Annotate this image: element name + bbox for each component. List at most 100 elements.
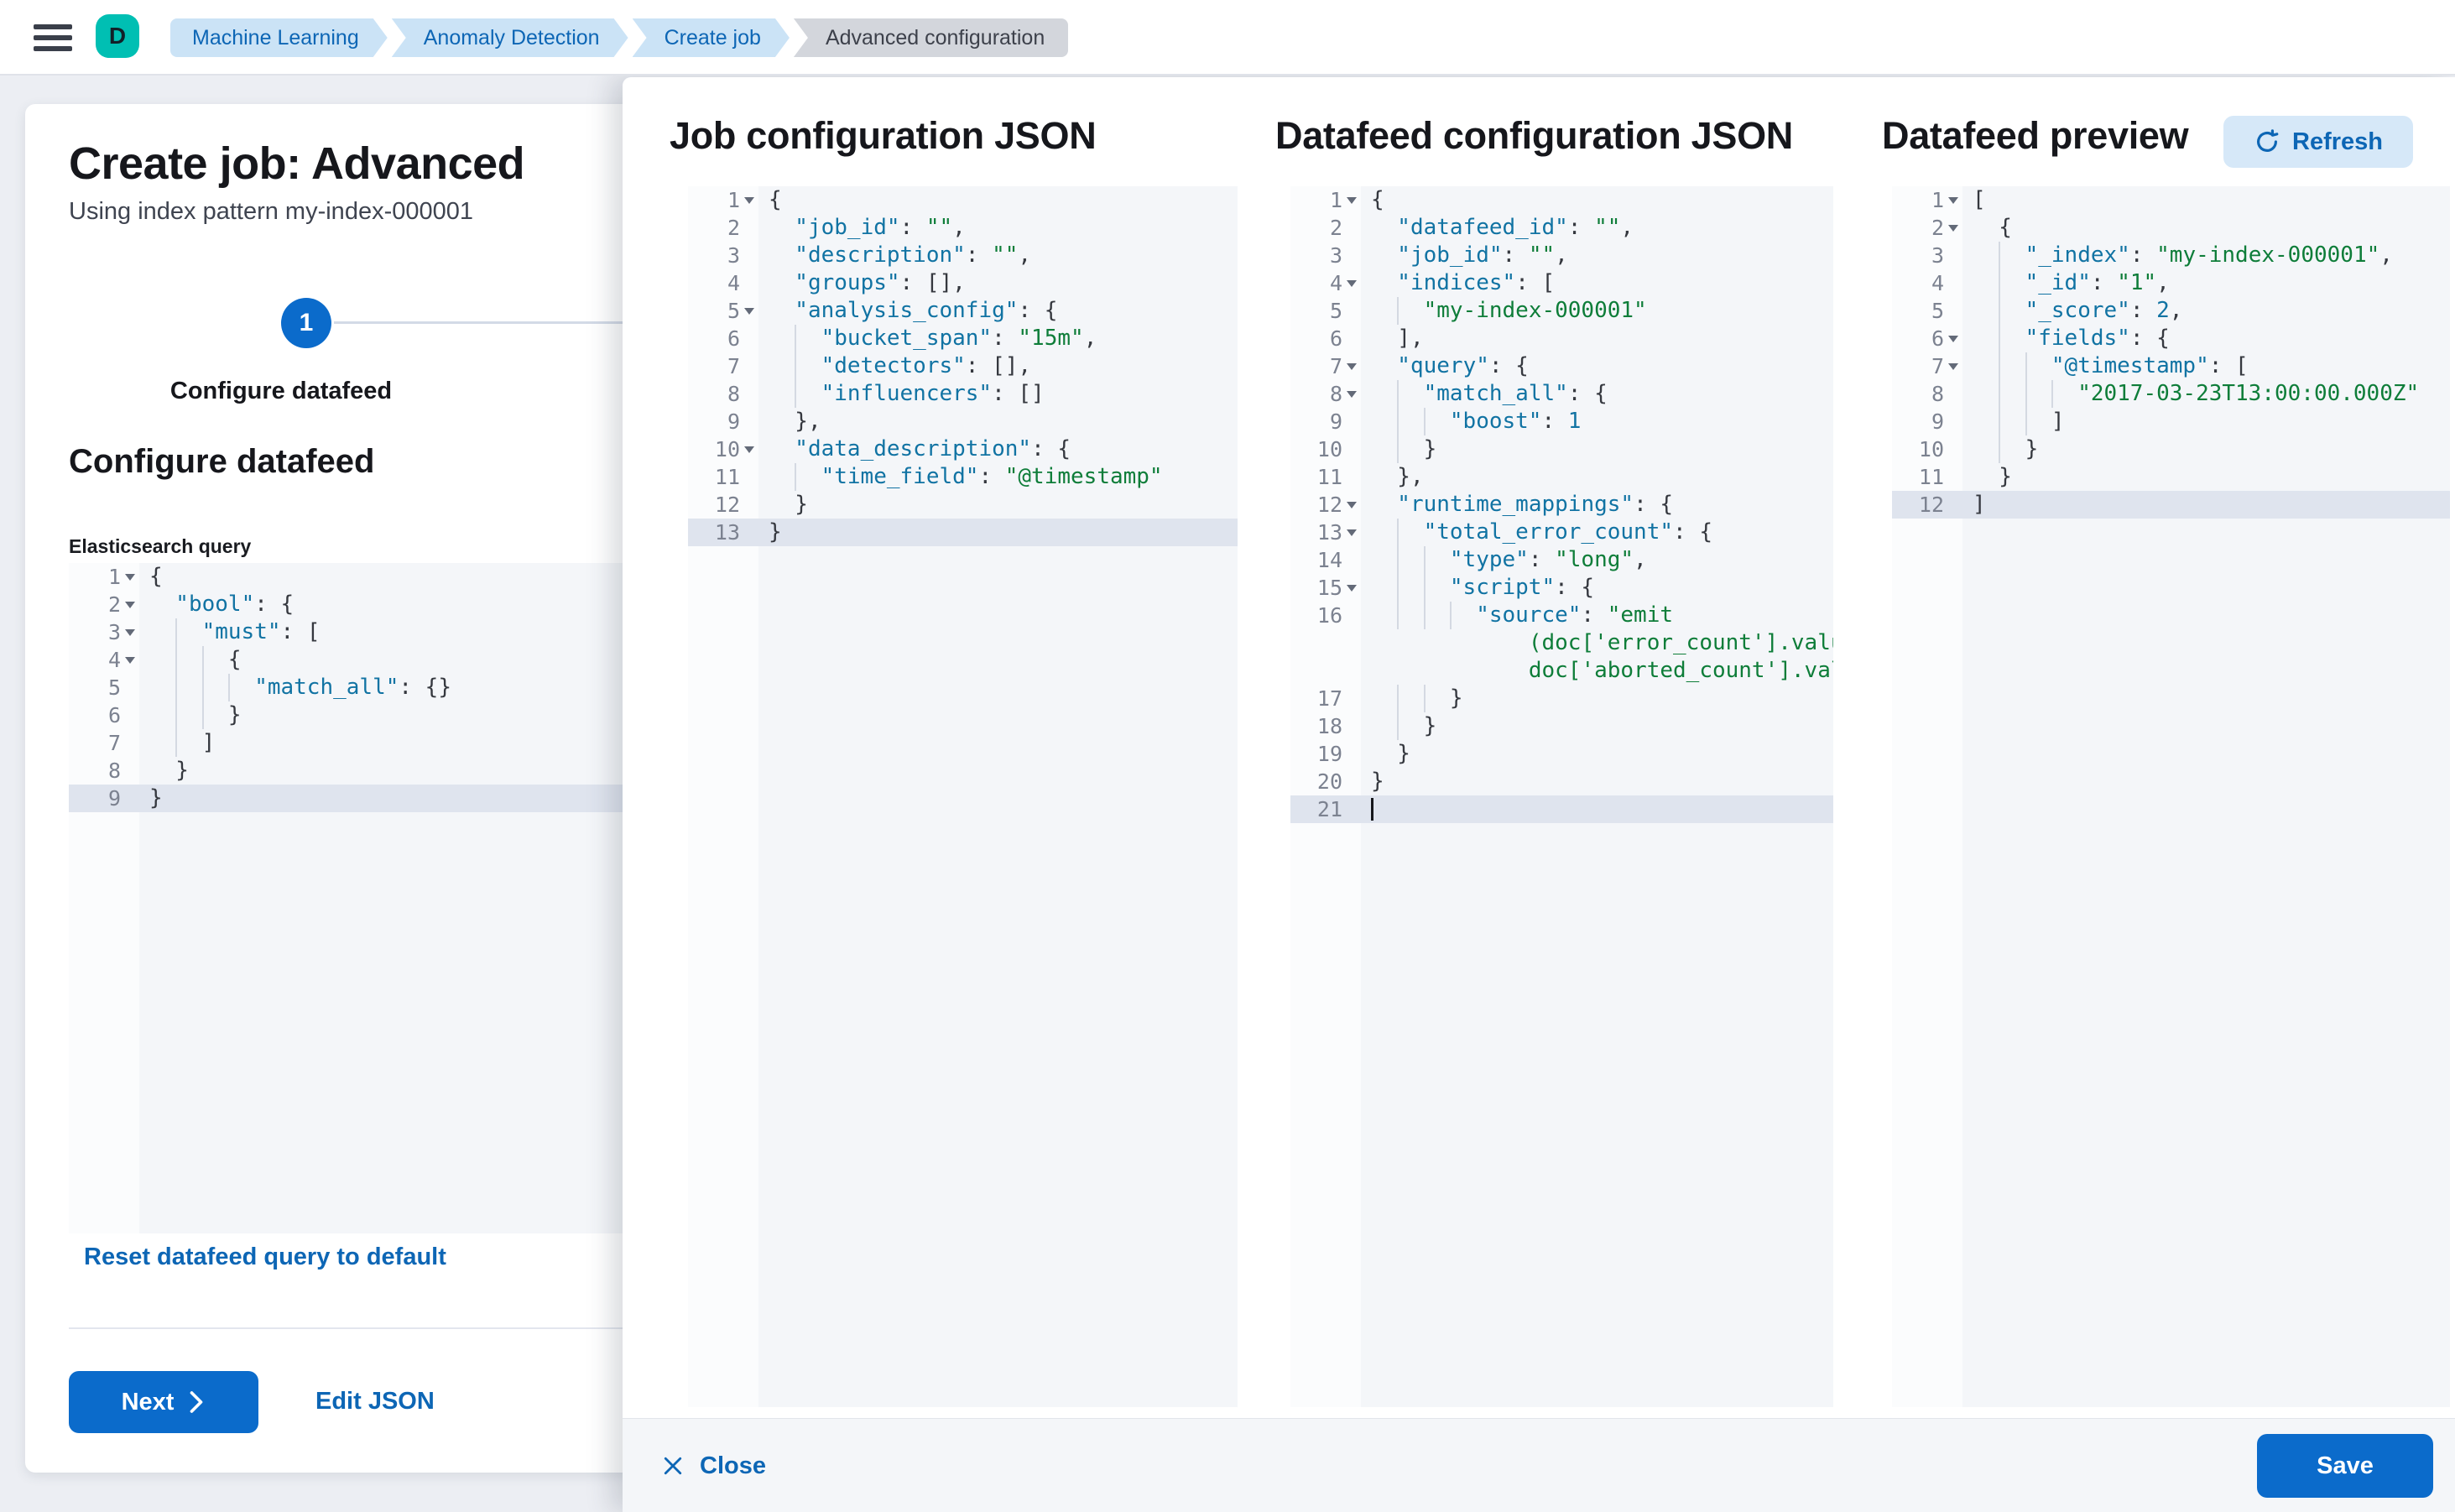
refresh-button-label: Refresh	[2292, 128, 2383, 155]
fold-arrow-icon[interactable]	[125, 601, 135, 608]
code-line: 6"bucket_span": "15m",	[688, 325, 1238, 352]
fold-arrow-icon[interactable]	[1948, 362, 1958, 370]
refresh-button[interactable]: Refresh	[2223, 116, 2413, 168]
code-line: 5"my-index-000001"	[1290, 297, 1833, 325]
code-line: 12"runtime_mappings": {	[1290, 491, 1833, 519]
space-avatar[interactable]: D	[96, 14, 139, 58]
code-line: 19}	[1290, 740, 1833, 768]
fold-arrow-icon[interactable]	[1948, 224, 1958, 232]
refresh-icon	[2257, 129, 2279, 152]
code-line: 4"indices": [	[1290, 269, 1833, 297]
code-line: 3"description": "",	[688, 242, 1238, 269]
code-line: 11"time_field": "@timestamp"	[688, 463, 1238, 491]
fold-arrow-icon[interactable]	[1948, 196, 1958, 204]
fold-arrow-icon[interactable]	[744, 307, 754, 315]
code-line: 4"_id": "1",	[1892, 269, 2450, 297]
code-line: 9]	[1892, 408, 2450, 435]
code-line: 12]	[1892, 491, 2450, 519]
code-line: 8}	[69, 757, 641, 785]
code-line: 9"boost": 1	[1290, 408, 1833, 435]
code-line: 7"@timestamp": [	[1892, 352, 2450, 380]
code-line: 2"bool": {	[69, 591, 641, 618]
code-line: 2"datafeed_id": "",	[1290, 214, 1833, 242]
code-line: 8"match_all": {	[1290, 380, 1833, 408]
fold-arrow-icon[interactable]	[1347, 390, 1357, 398]
datafeed-preview-editor[interactable]: 1[2{3"_index": "my-index-000001",4"_id":…	[1892, 186, 2450, 1407]
next-button-label: Next	[121, 1388, 175, 1416]
breadcrumb-item-anomaly-detection[interactable]: Anomaly Detection	[392, 18, 628, 57]
code-line: 5"_score": 2,	[1892, 297, 2450, 325]
fold-arrow-icon[interactable]	[1347, 584, 1357, 592]
code-line: 3"job_id": "",	[1290, 242, 1833, 269]
wizard-step-connector	[334, 321, 641, 324]
code-line: 13"total_error_count": {	[1290, 519, 1833, 546]
chevron-right-icon	[190, 1391, 203, 1413]
create-job-wizard-panel: Create job: Advanced Using index pattern…	[25, 104, 641, 1473]
code-line: 1{	[688, 186, 1238, 214]
breadcrumb-item-machine-learning[interactable]: Machine Learning	[170, 18, 388, 57]
code-line: 6"fields": {	[1892, 325, 2450, 352]
code-line: 10}	[1892, 435, 2450, 463]
code-line: 9},	[688, 408, 1238, 435]
close-button-label: Close	[700, 1452, 766, 1479]
close-button[interactable]: Close	[661, 1419, 766, 1512]
code-line: 9}	[69, 785, 641, 812]
code-line: 3"_index": "my-index-000001",	[1892, 242, 2450, 269]
fold-arrow-icon[interactable]	[1347, 362, 1357, 370]
code-line: 10"data_description": {	[688, 435, 1238, 463]
datafeed-configuration-json-editor[interactable]: 1{2"datafeed_id": "",3"job_id": "",4"ind…	[1290, 186, 1833, 1407]
save-button[interactable]: Save	[2257, 1434, 2433, 1498]
fold-arrow-icon[interactable]	[125, 628, 135, 636]
job-configuration-json-editor[interactable]: 1{2"job_id": "",3"description": "",4"gro…	[688, 186, 1238, 1407]
code-line: 1[	[1892, 186, 2450, 214]
json-editor-flyout: Job configuration JSON Datafeed configur…	[623, 77, 2455, 1512]
divider	[69, 1327, 641, 1329]
code-line: 6}	[69, 701, 641, 729]
code-line: 7]	[69, 729, 641, 757]
code-line: 3"must": [	[69, 618, 641, 646]
fold-arrow-icon[interactable]	[1347, 196, 1357, 204]
code-line: 10}	[1290, 435, 1833, 463]
reset-datafeed-query-link[interactable]: Reset datafeed query to default	[84, 1243, 446, 1270]
edit-json-link[interactable]: Edit JSON	[315, 1388, 435, 1415]
menu-hamburger-icon[interactable]	[34, 24, 72, 51]
code-line: 7"detectors": [],	[688, 352, 1238, 380]
elasticsearch-query-label: Elasticsearch query	[69, 535, 252, 557]
elasticsearch-query-editor[interactable]: 1{2"bool": {3"must": [4{5"match_all": {}…	[69, 563, 641, 1233]
wizard-step-1-label: Configure datafeed	[169, 378, 393, 404]
code-line: 4"groups": [],	[688, 269, 1238, 297]
page-subtitle: Using index pattern my-index-000001	[69, 198, 473, 225]
code-line: 14"type": "long",	[1290, 546, 1833, 574]
code-line: 6],	[1290, 325, 1833, 352]
fold-arrow-icon[interactable]	[125, 656, 135, 664]
code-line: 2"job_id": "",	[688, 214, 1238, 242]
code-line: 5"match_all": {}	[69, 674, 641, 701]
breadcrumb-item-advanced-configuration: Advanced configuration	[793, 18, 1069, 57]
code-line: 11},	[1290, 463, 1833, 491]
text-cursor	[1371, 798, 1373, 821]
fold-arrow-icon[interactable]	[125, 573, 135, 581]
fold-arrow-icon[interactable]	[1347, 529, 1357, 536]
code-line: 1{	[69, 563, 641, 591]
fold-arrow-icon[interactable]	[1347, 501, 1357, 508]
fold-arrow-icon[interactable]	[1948, 335, 1958, 342]
fold-arrow-icon[interactable]	[744, 446, 754, 453]
fold-arrow-icon[interactable]	[744, 196, 754, 204]
page-title: Create job: Advanced	[69, 138, 525, 189]
code-line: 21	[1290, 795, 1833, 823]
editor-empty-area	[69, 812, 641, 1233]
datafeed-preview-title: Datafeed preview	[1882, 114, 2189, 157]
code-line: 13}	[688, 519, 1238, 546]
wizard-step-1-indicator[interactable]: 1	[281, 298, 331, 348]
code-line: 12}	[688, 491, 1238, 519]
breadcrumb-item-create-job[interactable]: Create job	[633, 18, 790, 57]
code-line: 8"influencers": []	[688, 380, 1238, 408]
code-line: 5"analysis_config": {	[688, 297, 1238, 325]
code-line: 8"2017-03-23T13:00:00.000Z"	[1892, 380, 2450, 408]
code-line: 16"source": "emit	[1290, 602, 1833, 629]
editor-empty-area	[688, 546, 1238, 1407]
fold-arrow-icon[interactable]	[1347, 279, 1357, 287]
code-line: 7"query": {	[1290, 352, 1833, 380]
next-button[interactable]: Next	[69, 1371, 258, 1433]
